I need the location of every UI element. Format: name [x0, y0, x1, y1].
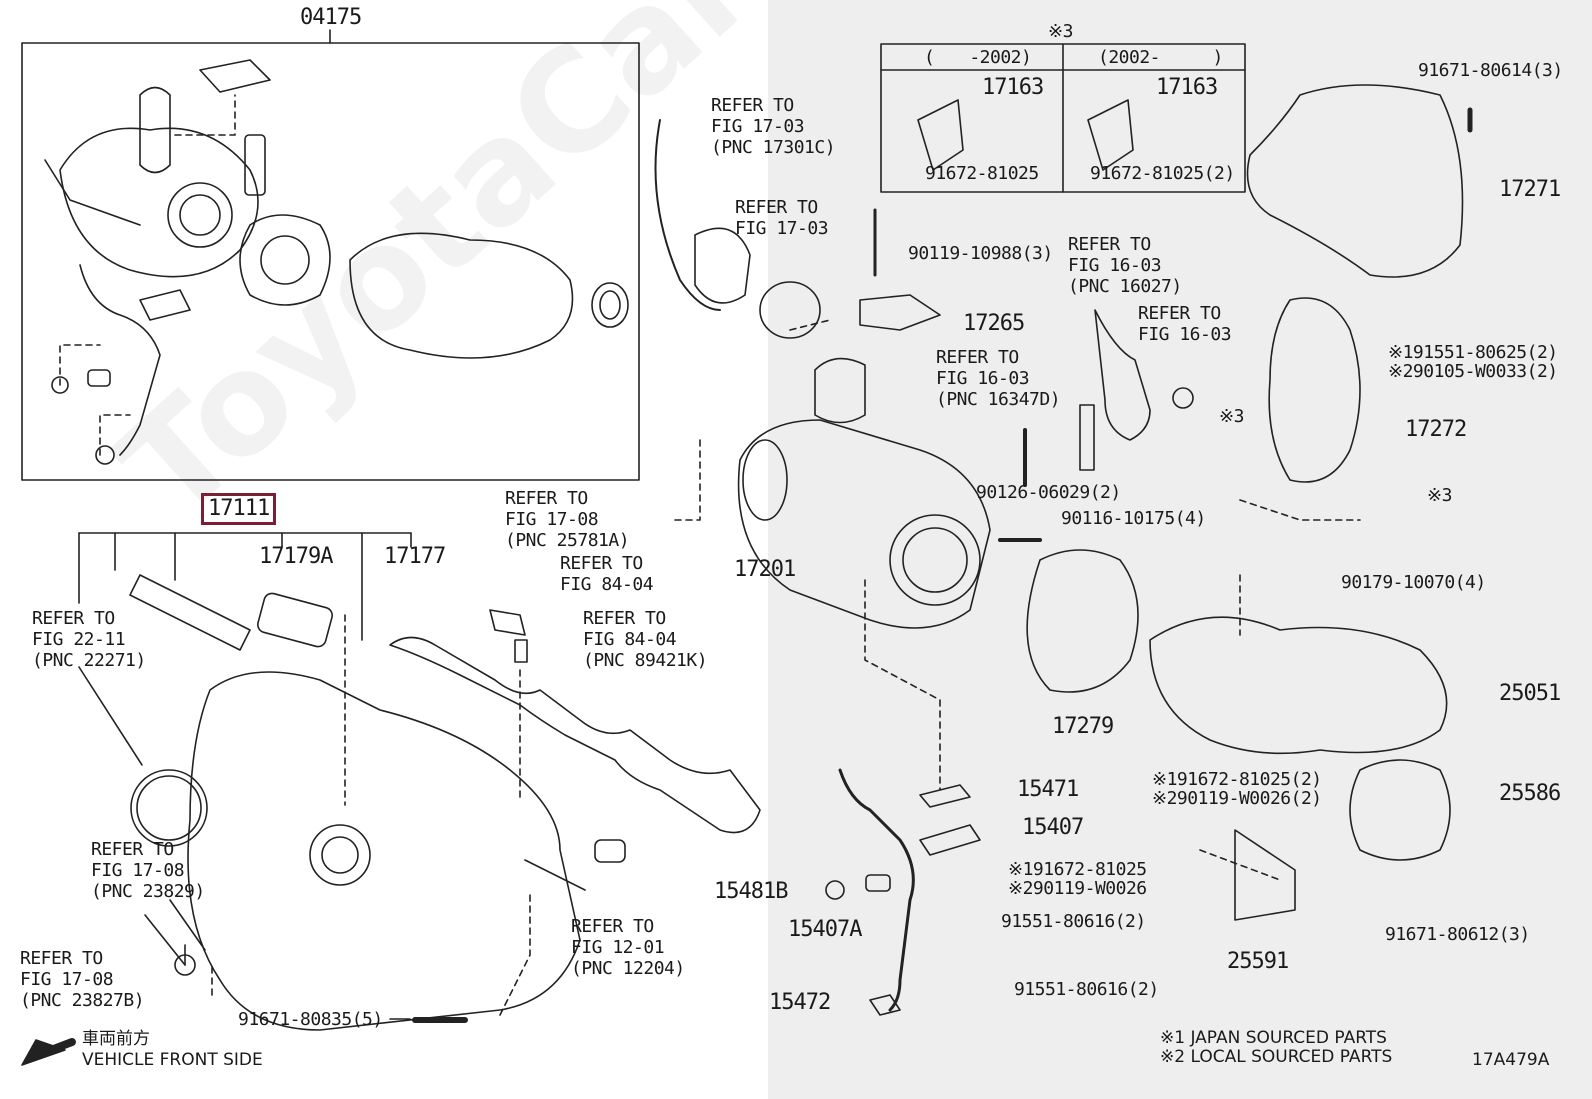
refer-17-03[interactable]: REFER TO FIG 17-03 — [735, 197, 829, 239]
manifold-dashed-leaders — [211, 614, 531, 1016]
part-91671-80612[interactable]: 91671-80612(3) — [1385, 924, 1530, 945]
gasket-15471 — [919, 784, 971, 808]
part-91551-80616-upper[interactable]: 91551-80616(2) — [1001, 911, 1146, 932]
part-90119-W0026-local[interactable]: ※290119-W0026 — [1008, 878, 1147, 899]
bracket-25591 — [1234, 829, 1296, 921]
part-91672-81025-japan-2[interactable]: ※191672-81025(2) — [1152, 769, 1322, 790]
kit-dashed-leaders — [59, 94, 236, 456]
front-label-en: VEHICLE FRONT SIDE — [82, 1050, 263, 1070]
label-17271[interactable]: 17271 — [1499, 177, 1561, 202]
refer-89421K[interactable]: REFER TO FIG 84-04 (PNC 89421K) — [583, 608, 708, 671]
turbo-17201 — [654, 119, 1194, 629]
bolt-15407A — [865, 874, 891, 892]
part-91671-80614[interactable]: 91671-80614(3) — [1418, 60, 1563, 81]
kit-turbo-assembly — [44, 59, 629, 465]
part-90179-10070[interactable]: 90179-10070(4) — [1341, 572, 1486, 593]
part-90105-W0033[interactable]: ※290105-W0033(2) — [1388, 361, 1558, 382]
part-91551-80625[interactable]: ※191551-80625(2) — [1388, 342, 1558, 363]
part-90126-06029[interactable]: 90126-06029(2) — [976, 482, 1121, 503]
union-15481B — [825, 880, 845, 900]
gasket-17279 — [1026, 549, 1139, 693]
refer-16-03[interactable]: REFER TO FIG 16-03 — [1138, 303, 1232, 345]
refer-16347D[interactable]: REFER TO FIG 16-03 (PNC 16347D) — [936, 347, 1061, 410]
refer-84-04[interactable]: REFER TO FIG 84-04 — [560, 553, 654, 595]
table-3-col-late: (2002- ) — [1098, 47, 1223, 68]
label-04175[interactable]: 04175 — [300, 5, 362, 30]
refer-23827B[interactable]: REFER TO FIG 17-08 (PNC 23827B) — [20, 948, 145, 1011]
label-25586[interactable]: 25586 — [1499, 781, 1561, 806]
part-90119-10988[interactable]: 90119-10988(3) — [908, 243, 1053, 264]
part-91672-81025-early[interactable]: 91672-81025 — [925, 163, 1039, 184]
label-17177[interactable]: 17177 — [384, 544, 446, 569]
refer-17301C[interactable]: REFER TO FIG 17-03 (PNC 17301C) — [711, 95, 836, 158]
part-91672-81025-japan[interactable]: ※191672-81025 — [1008, 859, 1147, 880]
label-25591[interactable]: 25591 — [1227, 949, 1289, 974]
label-15471[interactable]: 15471 — [1017, 777, 1079, 802]
bracket-17163-late — [1087, 99, 1134, 171]
right-dashed-leaders — [669, 319, 1361, 881]
legend-japan-sourced: ※1 JAPAN SOURCED PARTS — [1160, 1028, 1387, 1048]
label-15407A[interactable]: 15407A — [788, 917, 862, 942]
mark-3-bracket: ※3 — [1219, 406, 1244, 427]
insulator-17271 — [1246, 84, 1464, 278]
refer-23829[interactable]: REFER TO FIG 17-08 (PNC 23829) — [91, 839, 205, 902]
insulator-25586 — [1349, 759, 1451, 861]
table-3-title: ※3 — [1048, 21, 1073, 42]
part-91551-80616-lower[interactable]: 91551-80616(2) — [1014, 979, 1159, 1000]
bracket-17111 — [78, 532, 412, 641]
label-15472[interactable]: 15472 — [769, 990, 831, 1015]
refer-22271[interactable]: REFER TO FIG 22-11 (PNC 22271) — [32, 608, 146, 671]
refer-12204[interactable]: REFER TO FIG 12-01 (PNC 12204) — [571, 916, 685, 979]
refer-25781A[interactable]: REFER TO FIG 17-08 (PNC 25781A) — [505, 488, 630, 551]
label-17179A[interactable]: 17179A — [259, 544, 333, 569]
label-17279[interactable]: 17279 — [1052, 714, 1114, 739]
label-17111[interactable]: 17111 — [201, 493, 277, 525]
label-17163-early[interactable]: 17163 — [982, 75, 1044, 100]
front-label-jp: 車両前方 — [82, 1029, 150, 1049]
part-90116-10175[interactable]: 90116-10175(4) — [1061, 508, 1206, 529]
part-91671-80835[interactable]: 91671-80835(5) — [238, 1009, 383, 1030]
gasket-15407 — [919, 824, 981, 856]
bracket-17163-early — [917, 99, 964, 171]
insulator-17272 — [1268, 297, 1361, 483]
gasket-15472 — [869, 994, 901, 1016]
label-15407[interactable]: 15407 — [1022, 815, 1084, 840]
legend-local-sourced: ※2 LOCAL SOURCED PARTS — [1160, 1047, 1393, 1067]
label-17272[interactable]: 17272 — [1405, 417, 1467, 442]
table-3-col-early: ( -2002) — [924, 47, 1032, 68]
label-17163-late[interactable]: 17163 — [1156, 75, 1218, 100]
pipe-15407 — [838, 768, 915, 1012]
refer-16027[interactable]: REFER TO FIG 16-03 (PNC 16027) — [1068, 234, 1182, 297]
label-15481B[interactable]: 15481B — [714, 879, 788, 904]
mark-3-bolt: ※3 — [1427, 485, 1452, 506]
manifold-17111 — [129, 574, 761, 1031]
part-91672-81025-late[interactable]: 91672-81025(2) — [1090, 163, 1235, 184]
diagram-code: 17A479A — [1472, 1050, 1550, 1070]
label-25051[interactable]: 25051 — [1499, 681, 1561, 706]
label-17201[interactable]: 17201 — [734, 557, 796, 582]
manifold-leaders — [78, 666, 586, 1020]
label-17265[interactable]: 17265 — [963, 311, 1025, 336]
part-90119-W0026-local-2[interactable]: ※290119-W0026(2) — [1152, 788, 1322, 809]
converter-25051 — [1149, 616, 1448, 755]
